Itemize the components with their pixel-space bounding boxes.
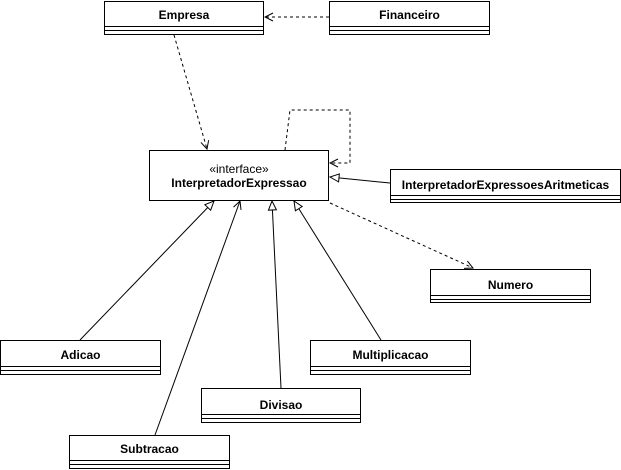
- class-name: InterpretadorExpressoesAritmeticas: [401, 178, 610, 192]
- class-multiplicacao[interactable]: Multiplicacao: [310, 340, 471, 375]
- attribute-divider: [70, 460, 229, 461]
- attribute-divider: [311, 366, 470, 367]
- dependency-interpretador-self: [284, 109, 351, 163]
- attribute-divider: [1, 366, 160, 367]
- attribute-divider: [330, 26, 489, 27]
- operation-divider: [311, 370, 470, 371]
- interface-interpretador-expressao[interactable]: «interface» InterpretadorExpressao: [149, 150, 329, 201]
- realization-subtracao-interpretador: [154, 201, 240, 436]
- class-name: Adicao: [60, 348, 101, 362]
- class-name: Multiplicacao: [352, 348, 429, 362]
- class-name: Subtracao: [120, 442, 179, 456]
- attribute-divider: [431, 295, 590, 296]
- class-subtracao[interactable]: Subtracao: [69, 435, 230, 469]
- dependency-interpretador-numero: [329, 202, 473, 268]
- class-name: Numero: [487, 278, 534, 292]
- class-interpretador-expressoes-aritmeticas[interactable]: InterpretadorExpressoesAritmeticas: [390, 169, 621, 203]
- class-name: InterpretadorExpressao: [171, 176, 307, 190]
- dependency-empresa-interpretador: [173, 34, 207, 149]
- class-adicao[interactable]: Adicao: [0, 340, 161, 375]
- operation-divider: [431, 299, 590, 300]
- stereotype-label: «interface»: [209, 162, 269, 176]
- class-numero[interactable]: Numero: [430, 269, 591, 303]
- operation-divider: [105, 30, 263, 31]
- class-name: Divisao: [259, 398, 303, 412]
- class-name: Empresa: [158, 8, 210, 22]
- operation-divider: [70, 464, 229, 465]
- attribute-divider: [202, 414, 360, 415]
- realization-divisao-interpretador: [267, 199, 282, 389]
- realization-multiplicacao-interpretador: [293, 199, 382, 341]
- class-divisao[interactable]: Divisao: [201, 388, 361, 423]
- class-empresa[interactable]: Empresa: [104, 1, 264, 35]
- class-financeiro[interactable]: Financeiro: [329, 1, 490, 35]
- realization-aritmeticas-interpretador: [328, 173, 391, 184]
- operation-divider: [202, 418, 360, 419]
- attribute-divider: [391, 195, 620, 196]
- operation-divider: [330, 30, 489, 31]
- class-name: Financeiro: [379, 8, 440, 22]
- operation-divider: [1, 370, 160, 371]
- realization-adicao-interpretador: [79, 200, 215, 341]
- operation-divider: [391, 199, 620, 200]
- attribute-divider: [105, 26, 263, 27]
